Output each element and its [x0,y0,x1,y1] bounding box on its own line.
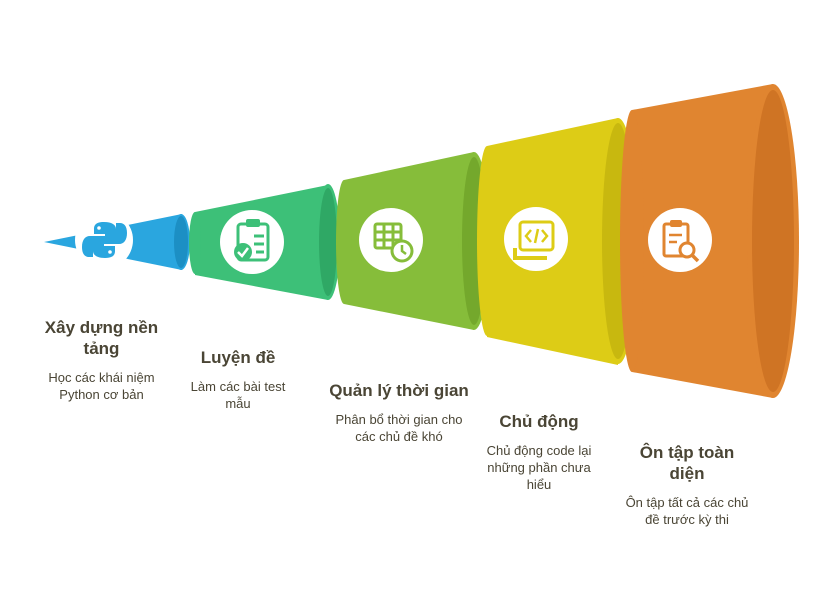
stage-4-label: Chủ động Chủ động code lại những phần ch… [478,411,600,493]
python-icon [75,211,133,269]
stage-4-description: Chủ động code lại những phần chưa hiểu [486,443,592,492]
stage-3-description: Phân bổ thời gian cho các chủ đề khó [335,412,463,444]
stage-1-label: Xây dựng nền tảng Học các khái niệm Pyth… [34,317,169,403]
code-icon [504,207,568,271]
stage-2-title: Luyện đề [200,348,276,367]
stage-5-description: Ôn tập tất cả các chủ đề trước kỳ thi [625,495,749,527]
stage-3-label: Quản lý thời gian Phân bổ thời gian cho … [329,380,469,445]
stage-5-label: Ôn tập toàn diện Ôn tập tất cả các chủ đ… [622,442,752,528]
stage-4-title: Chủ động [499,412,579,431]
stage-1-title: Xây dựng nền tảng [44,318,159,358]
stage-5-title: Ôn tập toàn diện [639,443,735,483]
stage-2-description: Làm các bài test mẫu [190,379,286,411]
document-search-icon [648,208,712,272]
stage-1-description: Học các khái niệm Python cơ bản [48,370,155,402]
stage-2-label: Luyện đề Làm các bài test mẫu [183,347,293,412]
schedule-clock-icon [359,208,423,272]
stage-3-title: Quản lý thời gian [329,381,469,400]
clipboard-check-icon [220,210,284,274]
